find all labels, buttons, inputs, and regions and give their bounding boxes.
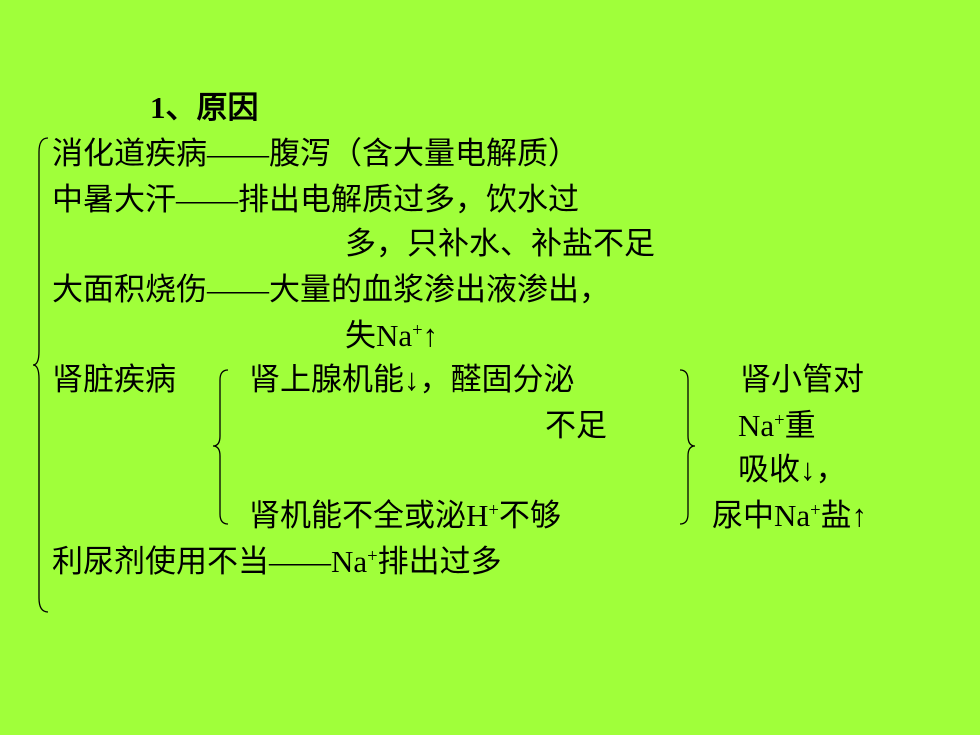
cause-digestive: 消化道疾病——腹泻（含大量电解质） <box>52 136 579 171</box>
result-urine-tail: 盐↑ <box>820 498 868 533</box>
kidney-result-line3: 吸收↓， <box>738 452 847 487</box>
cause-heatstroke-line2: 多，只补水、补盐不足 <box>345 226 655 261</box>
result-na-text: Na <box>738 408 775 443</box>
cause-burn-line1: 大面积烧伤——大量的血浆渗出液渗出， <box>52 272 610 307</box>
kidney-sub2-text: 肾机能不全或泌H <box>249 498 489 533</box>
result-na-sup: + <box>774 409 785 431</box>
burn-plus-sup: + <box>412 319 423 341</box>
kidney-result-line1: 肾小管对 <box>740 362 864 397</box>
kidney-sub2-tail: 不够 <box>498 498 561 533</box>
burn-na-text: 失Na <box>345 318 413 353</box>
kidney-sub1-line2: 不足 <box>545 408 607 443</box>
kidney-left-brace <box>212 369 229 525</box>
diuretic-text: 利尿剂使用不当——Na <box>52 544 368 579</box>
cause-heatstroke-line1: 中暑大汗——排出电解质过多，饮水过 <box>52 182 579 217</box>
main-left-brace <box>32 137 49 613</box>
kidney-sub2: 肾机能不全或泌H+不够 <box>249 498 561 534</box>
kidney-right-brace <box>679 369 696 525</box>
kidney-result-line4: 尿中Na+盐↑ <box>712 498 867 534</box>
burn-arrow: ↑ <box>422 318 439 353</box>
result-na-tail: 重 <box>784 408 816 443</box>
kidney-result-line2: Na+重 <box>738 408 816 444</box>
result-urine-sup: + <box>810 499 821 521</box>
slide-heading: 1、原因 <box>150 90 259 125</box>
cause-diuretic: 利尿剂使用不当——Na+排出过多 <box>52 544 502 580</box>
diuretic-sup: + <box>367 545 378 567</box>
cause-burn-line2: 失Na+↑ <box>345 318 438 354</box>
kidney-sub1-line1: 肾上腺机能↓，醛固分泌 <box>249 362 575 397</box>
kidney-sub2-sup: + <box>488 499 499 521</box>
result-urine-text: 尿中Na <box>712 498 811 533</box>
cause-kidney-label: 肾脏疾病 <box>52 362 176 397</box>
diuretic-tail: 排出过多 <box>377 544 502 579</box>
